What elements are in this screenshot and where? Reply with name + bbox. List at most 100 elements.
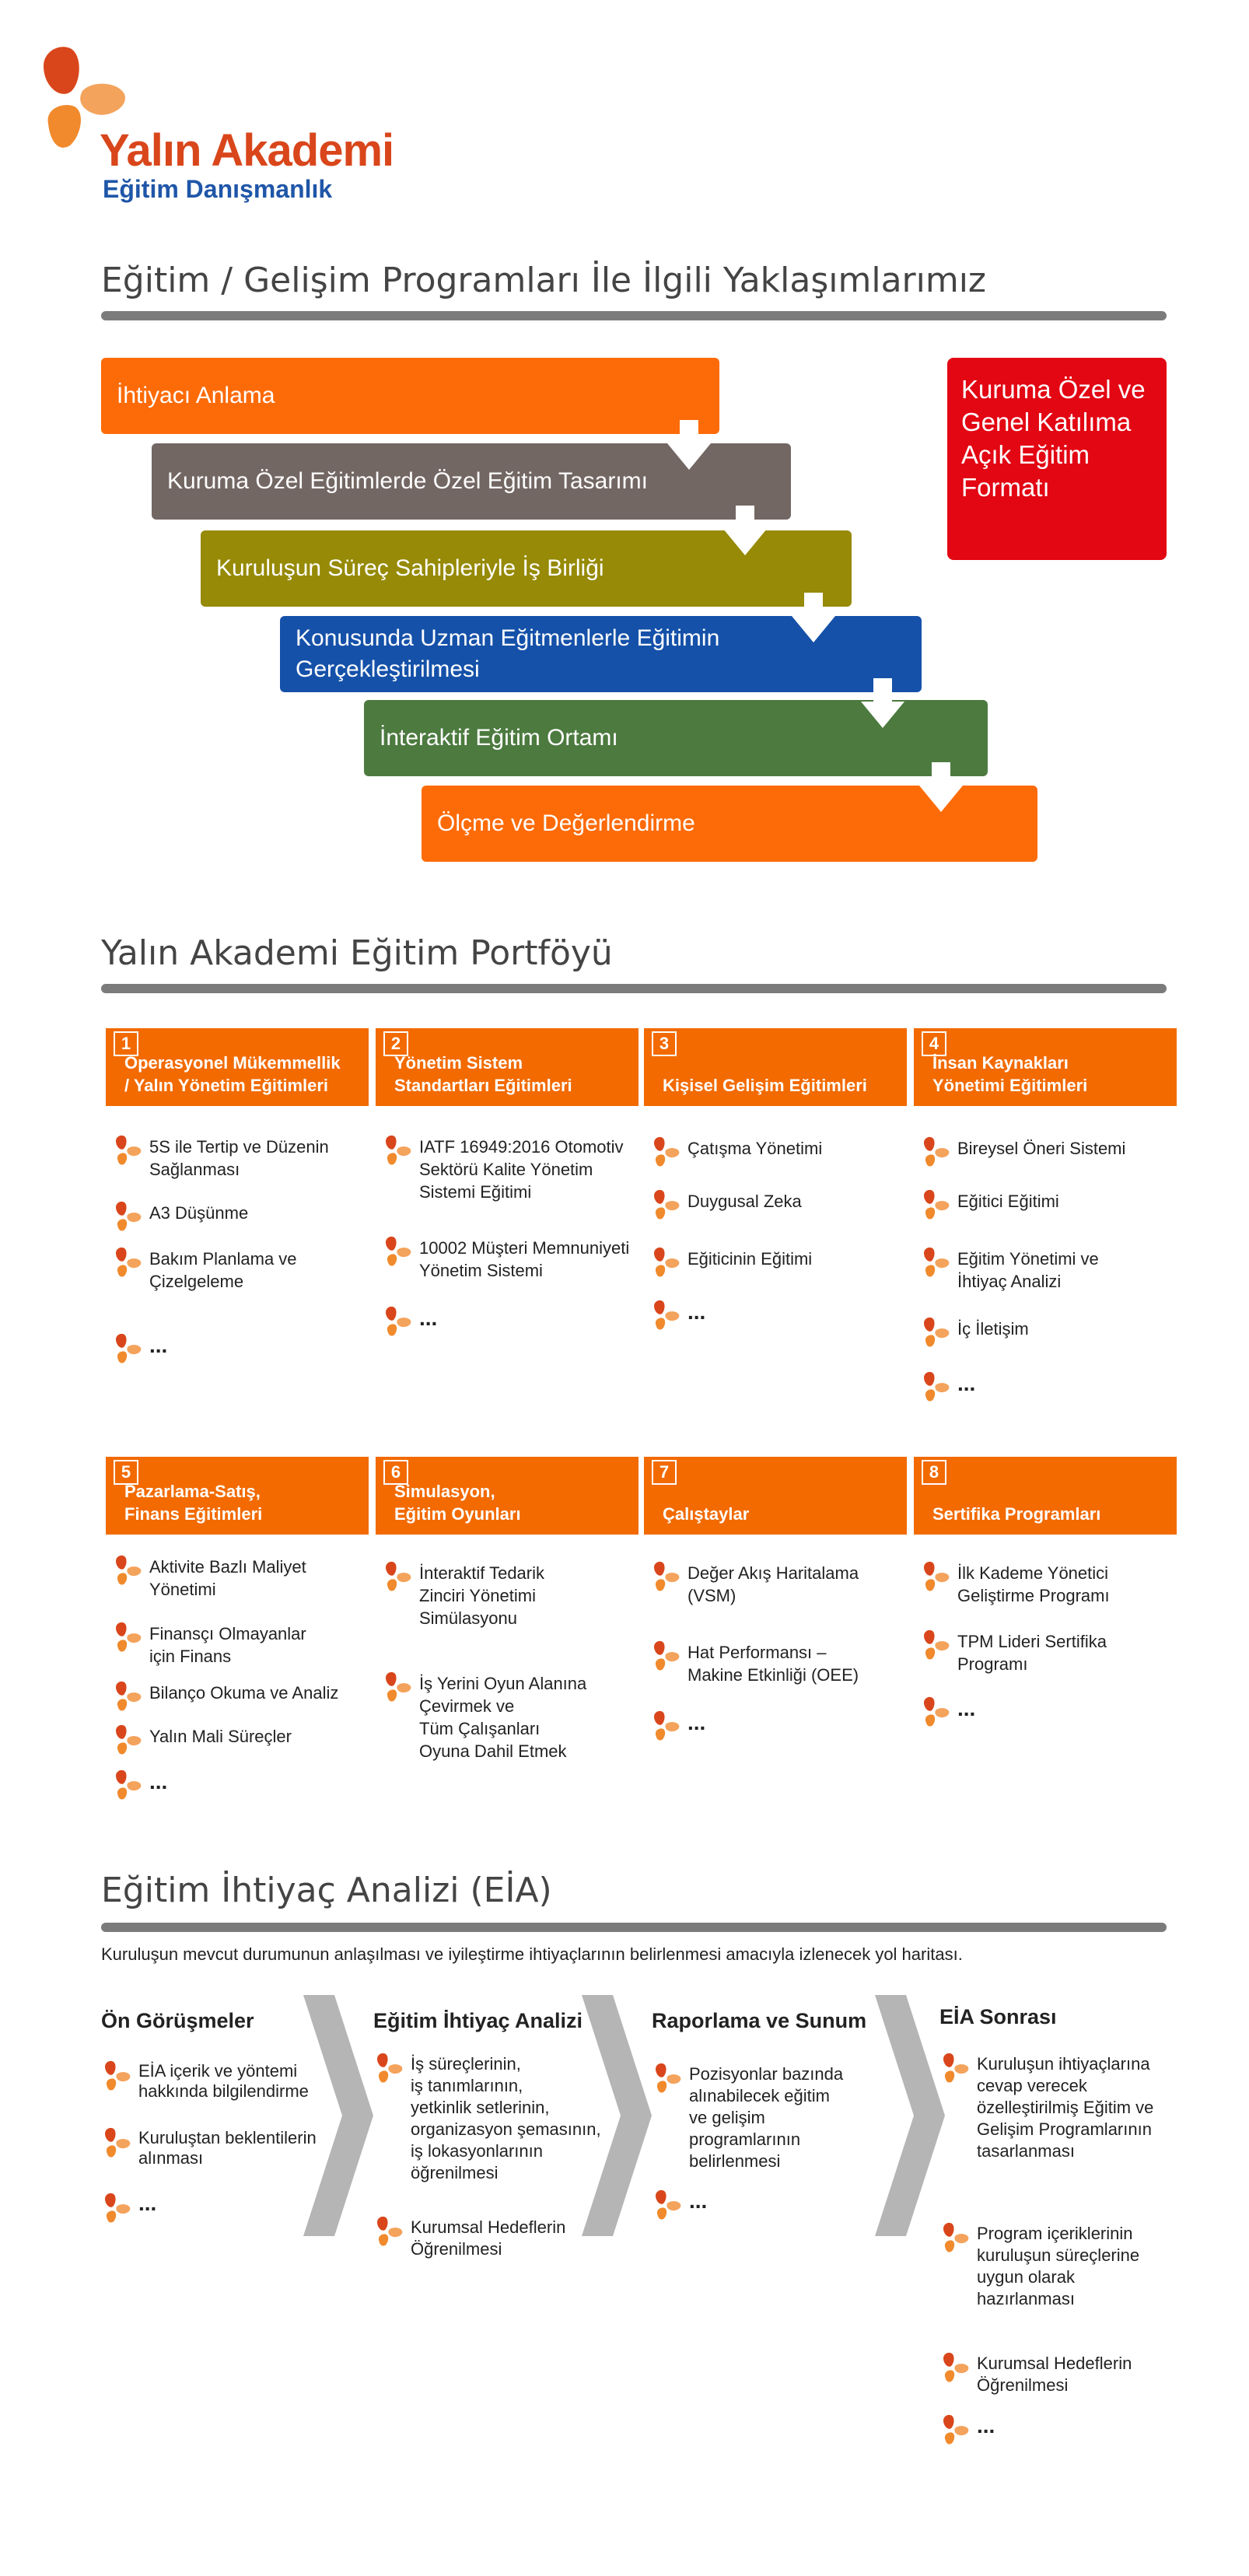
list-item-line: Sistemi Eğitimi [419, 1182, 532, 1202]
category-label-line: Finans Eğitimleri [124, 1504, 263, 1524]
roadmap-step-title: Raporlama ve Sunum [652, 2009, 867, 2032]
list-item-line: hakkında bilgilendirme [138, 2081, 309, 2101]
category-label-line: İnsan Kaynakları [932, 1053, 1069, 1073]
list-item-line: İç İletişim [957, 1319, 1029, 1339]
list-item-line: programlarının [689, 2130, 801, 2149]
bullet-flower-icon [116, 1681, 142, 1711]
bullet-flower-icon [924, 1371, 950, 1402]
list-item-line: ... [689, 2189, 708, 2213]
list-item-line: Eğitici Eğitimi [957, 1192, 1059, 1211]
list-item-line: A3 Düşünme [149, 1203, 249, 1223]
bullet-flower-icon [377, 2216, 403, 2246]
list-item: Eğiticinin Eğitimi [687, 1248, 812, 1270]
bullet-flower-icon [924, 1629, 950, 1660]
bullet-flower-icon [924, 1696, 950, 1727]
list-item-line: Program içeriklerinin [977, 2224, 1133, 2243]
approach-step-label: Kuruluşun Süreç Sahipleriyle İş Birliği [216, 555, 604, 581]
list-item-line: İnteraktif Tedarik [419, 1563, 545, 1583]
list-item-line: Çevirmek ve [419, 1696, 515, 1716]
list-item: Yalın Mali Süreçler [149, 1725, 292, 1748]
category-number-badge: 5 [114, 1460, 138, 1485]
approach-step-label-line: Konusunda Uzman Eğitmenlerle Eğitimin [296, 625, 720, 651]
list-item-line: Pozisyonlar bazında [689, 2064, 844, 2084]
list-item-line: Aktivite Bazlı Maliyet [149, 1557, 306, 1577]
down-arrow-icon [861, 678, 904, 728]
bullet-flower-icon [654, 1300, 680, 1330]
list-item: ... [687, 1300, 705, 1323]
list-item: ... [149, 1334, 167, 1356]
approach-step-label: Ölçme ve Değerlendirme [437, 810, 695, 836]
list-item-line: Makine Etkinliği (OEE) [687, 1665, 859, 1685]
list-item-line: (VSM) [687, 1586, 736, 1605]
list-item: İş süreçlerinin,iş tanımlarının,yetkinli… [411, 2053, 601, 2184]
list-item-line: Çatışma Yönetimi [687, 1139, 823, 1158]
format-box: Kuruma Özel ve Genel Katılıma Açık Eğiti… [947, 358, 1167, 560]
category-label-line: Eğitim Oyunları [394, 1504, 521, 1524]
category-label-line: Standartları Eğitimleri [394, 1076, 572, 1095]
list-item: ... [419, 1307, 437, 1329]
category-number-badge: 3 [652, 1031, 677, 1056]
list-item-line: Simülasyonu [419, 1608, 517, 1628]
list-item: A3 Düşünme [149, 1202, 248, 1224]
list-item-line: ... [419, 1306, 438, 1330]
category-number-badge: 6 [383, 1460, 408, 1485]
brand-tagline: Eğitim Danışmanlık [103, 175, 333, 203]
list-item-line: ... [138, 2191, 157, 2215]
bullet-flower-icon [656, 2063, 681, 2093]
category-label-line: Kişisel Gelişim Eğitimleri [663, 1076, 867, 1095]
brand-name: Yalın Akademi [100, 125, 394, 176]
list-item-line: Hat Performansı – [687, 1643, 827, 1662]
bullet-flower-icon [105, 2127, 131, 2158]
analysis-divider [101, 1923, 1167, 1932]
down-arrow-icon [723, 506, 767, 555]
list-item: Değer Akış Haritalama(VSM) [687, 1562, 859, 1607]
bullet-flower-icon [116, 1555, 142, 1585]
category-label: Çalıştaylar [663, 1503, 749, 1525]
bullet-flower-icon [656, 2189, 681, 2220]
category-label-line: Simulasyon, [394, 1482, 495, 1501]
approach-step-4: Konusunda Uzman Eğitmenlerle Eğitimin Ge… [280, 616, 922, 692]
list-item: ... [957, 1697, 975, 1720]
category-label-line: Yönetim Sistem [394, 1053, 523, 1073]
category-label: Pazarlama-Satış,Finans Eğitimleri [124, 1480, 262, 1525]
list-item-line: Sağlanması [149, 1160, 240, 1179]
list-item: ... [138, 2193, 156, 2214]
list-item-line: özelleştirilmiş Eğitim ve [977, 2098, 1154, 2117]
approach-step-label: Kuruma Özel Eğitimlerde Özel Eğitim Tasa… [167, 468, 648, 494]
list-item-line: iş tanımlarının, [411, 2076, 523, 2095]
roadmap-step-title: Ön Görüşmeler [101, 2009, 254, 2032]
bullet-flower-icon [116, 1622, 142, 1652]
list-item-line: kuruluşun süreçlerine [977, 2245, 1140, 2265]
list-item: Çatışma Yönetimi [687, 1137, 822, 1160]
bullet-flower-icon [924, 1189, 950, 1220]
bullet-flower-icon [377, 2053, 403, 2083]
bullet-flower-icon [654, 1247, 680, 1277]
list-item: ... [687, 1711, 705, 1734]
bullet-flower-icon [386, 1671, 411, 1702]
list-item-line: organizasyon şemasının, [411, 2119, 601, 2139]
list-item-line: Programı [957, 1654, 1028, 1674]
list-item-line: 10002 Müşteri Memnuniyeti [419, 1238, 630, 1258]
chevron-right-icon [303, 1995, 373, 2236]
list-item-line: Çizelgeleme [149, 1272, 244, 1291]
list-item-line: hazırlanması [977, 2289, 1075, 2308]
category-label-line: / Yalın Yönetim Eğitimleri [124, 1076, 329, 1095]
list-item-line: alınabilecek eğitim [689, 2086, 830, 2105]
bullet-flower-icon [386, 1236, 411, 1266]
list-item-line: yetkinlik setlerinin, [411, 2098, 550, 2117]
